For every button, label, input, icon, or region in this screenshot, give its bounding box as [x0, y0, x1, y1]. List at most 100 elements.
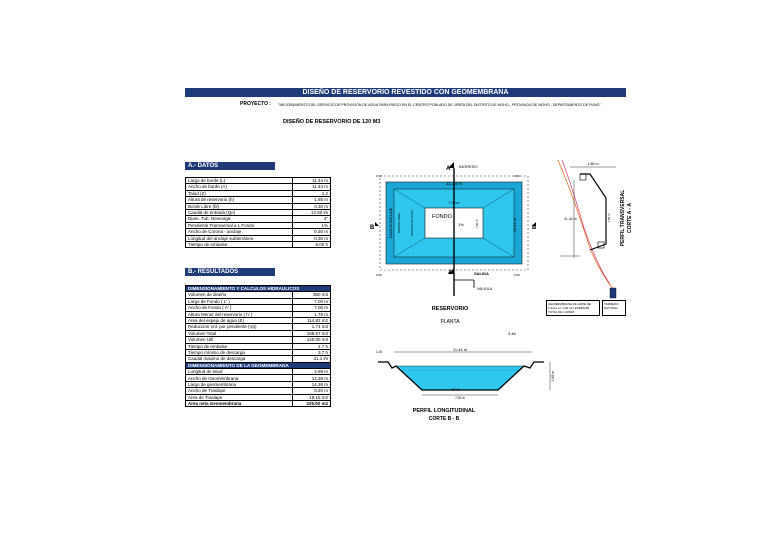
- row-value: 2.89 m: [292, 368, 331, 376]
- corte-aa-left-dim: 11.44 m: [564, 217, 577, 221]
- row-value: 7.00 m: [292, 297, 331, 306]
- corte-bb-left-dim: 1.00: [376, 350, 382, 354]
- corte-bb-subtitle: CORTE B - B: [429, 416, 460, 422]
- table-row: Altura Menor del reservorio ( h' )1.78 m: [184, 310, 331, 318]
- section-b-right: B: [532, 225, 537, 231]
- section-a-top-arrow: [448, 162, 454, 168]
- corte-aa-title: PERFIL TRANSVERSAL: [620, 190, 626, 247]
- corte-aa-subtitle: CORTE A - A: [627, 203, 633, 233]
- row-label: Tiempo mínimo de descarga: [184, 348, 294, 357]
- resultados-heading: B.- RESULTADOS: [185, 268, 275, 276]
- row-value: 14.38 m: [292, 380, 331, 389]
- section-aa-drawing: 1.85 m 11.44 m 1.85 m PERFIL TRANSVERSAL…: [557, 159, 633, 299]
- row-value: 7.00 m: [292, 304, 331, 312]
- row-label: Caudal maximo de descarga: [184, 355, 294, 363]
- row-label: Largo de Fondo ( L' ): [184, 297, 294, 306]
- row-label: Area de Traslape: [184, 393, 294, 402]
- row-value: 2.7 h: [292, 342, 331, 350]
- corte-bb-water: [396, 366, 524, 390]
- table-row: Area del espejo de agua (E)114.82 m2: [184, 316, 331, 325]
- row-label: Largo de geomembrana: [184, 380, 294, 389]
- table-row: Largo de Fondo ( L' )7.00 m: [184, 297, 331, 306]
- row-value: 14.38 m: [292, 374, 331, 382]
- plan-subtitle: PLANTA: [440, 319, 460, 325]
- row-value: 225.92 m2: [292, 399, 331, 408]
- design-subtitle: DISEÑO DE RESERVORIO DE 120 M3: [283, 119, 381, 125]
- corte-aa-top-dim: 1.85 m: [588, 162, 599, 166]
- terrain-note: TERRENO NATURAL: [602, 300, 626, 316]
- corte-aa-wall: [580, 173, 607, 251]
- geomembrane-note: GEOMEMBRANA DE HDPE DE 1.5mm e= 1.00 mm …: [546, 300, 600, 316]
- plan-corner-tl: 0.50: [376, 174, 382, 178]
- row-label: Volumen Total: [184, 329, 294, 338]
- geomembrana-heading: DIMENSIONAMIENTO DE LA GEOMEMBRANA: [185, 361, 331, 370]
- plan-fondo-label: FONDO: [432, 214, 453, 220]
- row-label: Reduccion Vol. por pendiente (Vp): [184, 323, 294, 331]
- row-value: 31.1 l/s: [292, 355, 331, 363]
- row-label: Ancho de Geomembrana: [184, 374, 294, 382]
- row-label: Tiempo de embalse: [184, 240, 294, 249]
- row-label: Altura Menor del reservorio ( h' ): [184, 310, 294, 318]
- valve-label: VALVULA: [477, 287, 493, 291]
- datos-heading: A.- DATOS: [185, 162, 275, 170]
- plan-corner-bl: 0.50: [376, 273, 382, 277]
- section-b-left: B: [370, 225, 375, 231]
- row-label: Volumen de diseño: [184, 291, 294, 299]
- plan-anchor-label: CAJA DE ANCLAJE: [389, 207, 393, 238]
- project-label: PROYECTO :: [240, 101, 272, 107]
- row-label: Ancho de Fondo ( A' ): [184, 304, 294, 312]
- table-row: Reduccion Vol. por pendiente (Vp)1.74 m3: [184, 323, 331, 331]
- page-title: DISEÑO DE RESERVORIO REVESTIDO CON GEOME…: [185, 88, 626, 97]
- row-value: 19.15 m2: [292, 393, 331, 402]
- resultados-table: DIMENSIONAMIENTO Y CALCULOS HIDRAULICOS …: [184, 284, 331, 408]
- plan-title: RESERVORIO: [432, 306, 469, 312]
- plan-mirror-label: ESPEJO DE AGUA: [410, 210, 414, 236]
- row-label: Tiempo de embalse: [184, 342, 294, 350]
- plan-width-top: 11.44 m: [446, 181, 462, 186]
- corte-bb-outline: [378, 361, 544, 391]
- plan-corner-br: 0.50: [514, 273, 520, 277]
- plan-freeboard-label: BORDE LIBRE: [397, 213, 401, 233]
- section-a-top: A: [446, 166, 451, 172]
- row-value: 1.78 m: [292, 310, 331, 318]
- corte-bb-right-dim: 1.85 m: [551, 371, 555, 382]
- plan-view-drawing: A A B B INGRESO SALIDA VALVULA 11.44 m 7…: [370, 160, 540, 340]
- corte-bb-title: PERFIL LONGITUDINAL: [413, 408, 476, 414]
- terrain-line: [557, 159, 615, 291]
- plan-width-inner: 7.00 m: [449, 201, 460, 205]
- row-label: Area neta Geomembrana: [184, 399, 294, 408]
- section-a-bottom: A: [448, 270, 453, 276]
- row-value: 360 m3: [292, 291, 331, 299]
- corte-bb-top-dim: 11.44 m: [453, 347, 468, 352]
- row-label: Ancho de Traslape: [184, 387, 294, 395]
- row-value: 8.00 h: [292, 240, 331, 249]
- inlet-label: INGRESO: [459, 164, 477, 169]
- section-bb-drawing: 11.44 m 1.00 1.85 m S/4-1 7.00 m PERFIL …: [376, 347, 555, 422]
- plan-scale: 3.46: [508, 331, 517, 336]
- project-description: "MEJORAMIENTO DEL SERVICIO DE PROVISIÓN …: [278, 103, 601, 107]
- geomembrane-line: [561, 159, 611, 285]
- row-value: 3.7 h: [292, 348, 331, 357]
- section-a-bottom-arrow: [448, 268, 454, 274]
- corte-aa-right-dim: 1.85 m: [607, 213, 611, 223]
- row-value: 0.20 m: [292, 387, 331, 395]
- plan-corner-tr: 0.50: [514, 174, 520, 178]
- plan-height-right: 11.44 m: [512, 217, 517, 232]
- row-label: Longitud de talud: [184, 368, 294, 376]
- row-label: Area del espejo de agua (E): [184, 316, 294, 325]
- plan-slope: 1%: [458, 222, 464, 227]
- plan-height-inner: 7.00 m: [475, 219, 479, 229]
- table-row: Ancho de Fondo ( A' )7.00 m: [184, 304, 331, 312]
- row-value: 120.00 m3: [292, 336, 331, 344]
